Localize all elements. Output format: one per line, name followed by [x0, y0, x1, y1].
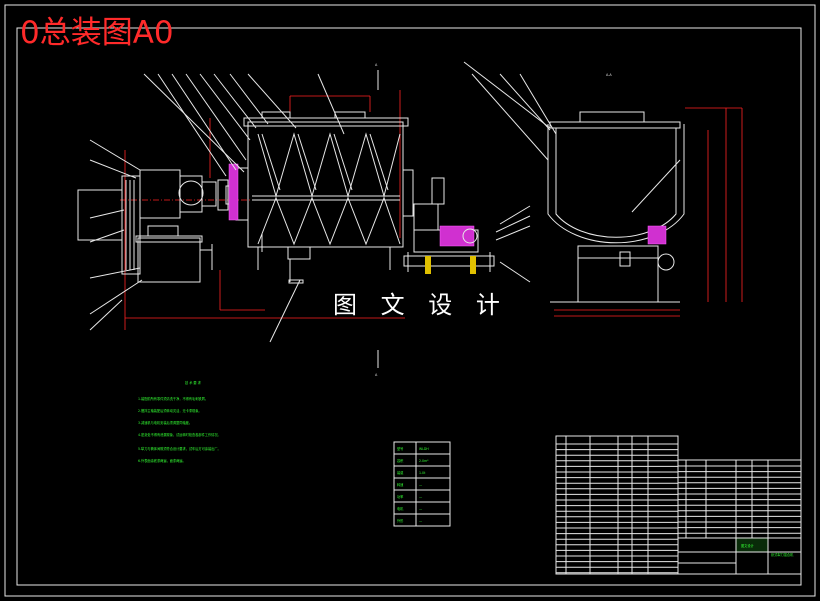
- sheet-title: 0总装图A0: [20, 15, 174, 51]
- watermark-text: 图 文 设 计: [333, 291, 508, 319]
- inner-frame: [16, 27, 802, 586]
- cut-label-bottom: A: [375, 373, 378, 377]
- outer-frame: [4, 4, 816, 597]
- drive-flange: [228, 163, 239, 221]
- svg-text:1.0t: 1.0t: [419, 471, 426, 475]
- front-view: A A: [77, 63, 531, 377]
- svg-text:2.搅拌主轴装配后须转动灵活，无卡滞现象。: 2.搅拌主轴装配后须转动灵活，无卡滞现象。: [138, 408, 202, 413]
- side-coupling: [647, 225, 667, 245]
- section-view-label: A-A: [606, 73, 612, 77]
- side-section-view: A-A: [463, 61, 743, 317]
- svg-text:—: —: [419, 507, 423, 511]
- parts-list: 图文设计 卧式犁刀混合机: [555, 435, 802, 575]
- svg-text:装载: 装载: [397, 470, 404, 475]
- stamp-label: 图文设计: [741, 543, 755, 548]
- svg-text:—: —: [419, 495, 423, 499]
- svg-text:WLDH: WLDH: [419, 447, 429, 451]
- svg-text:—: —: [419, 483, 423, 487]
- svg-text:转速: 转速: [397, 482, 404, 487]
- svg-text:5.犁刀与筒体间隙须符合设计要求，试车后方可涂装出厂。: 5.犁刀与筒体间隙须符合设计要求，试车后方可涂装出厂。: [138, 446, 221, 451]
- svg-text:功率: 功率: [397, 494, 404, 499]
- svg-text:6.外表面涂底漆两遍，面漆两遍。: 6.外表面涂底漆两遍，面漆两遍。: [138, 458, 186, 463]
- svg-text:技 术 要 求: 技 术 要 求: [185, 380, 202, 385]
- drawing-title: 卧式犁刀混合机: [771, 552, 794, 557]
- svg-text:4.密封处不得有泄漏现象，试运转时检查各部件工作情况。: 4.密封处不得有泄漏现象，试运转时检查各部件工作情况。: [138, 432, 221, 437]
- svg-text:2.0m³: 2.0m³: [419, 459, 429, 463]
- svg-text:型号: 型号: [397, 446, 403, 451]
- svg-text:1.装配前所有零件须清洗干净，不得有毛刺铁屑。: 1.装配前所有零件须清洗干净，不得有毛刺铁屑。: [138, 396, 208, 401]
- svg-text:—: —: [419, 519, 423, 523]
- technical-notes: 技 术 要 求 1.装配前所有零件须清洗干净，不得有毛刺铁屑。 2.搅拌主轴装配…: [138, 380, 221, 463]
- cut-label-top: A: [375, 63, 378, 67]
- svg-text:电机: 电机: [397, 506, 404, 511]
- parameter-table: 型号 WLDH 容积 2.0m³ 装载 1.0t 转速 — 功率 — 电机 — 外形 —: [393, 441, 451, 527]
- svg-text:3.减速机与电机安装后须调整同轴度。: 3.减速机与电机安装后须调整同轴度。: [138, 420, 192, 425]
- svg-text:容积: 容积: [397, 458, 404, 463]
- svg-text:外形: 外形: [397, 518, 404, 523]
